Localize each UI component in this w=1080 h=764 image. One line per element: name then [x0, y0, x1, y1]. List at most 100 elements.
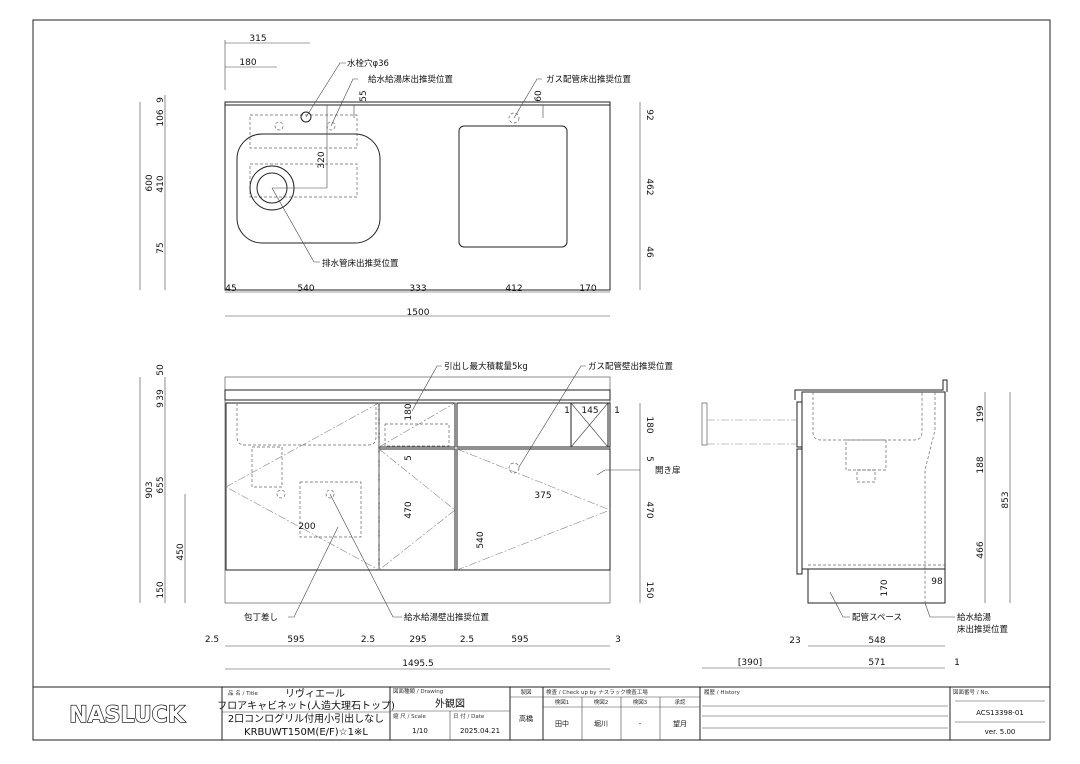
sink-bowl-hidden [812, 392, 923, 441]
dim-199: 199 [976, 405, 986, 422]
dim-150: 150 [156, 581, 166, 598]
dim-45: 45 [225, 284, 236, 294]
dim-903: 903 [145, 481, 155, 498]
drawing-no-label: 図面番号 / No. [953, 689, 990, 696]
label-pipe-space: 配管スペース [852, 612, 902, 623]
faucet-hole-icon [300, 111, 312, 123]
dim-2.5-b: 2.5 [361, 635, 375, 645]
dim-170: 170 [880, 579, 890, 596]
label-drain-floor: 排水管床出推奨位置 [322, 258, 399, 269]
title-line-4: KRBUWT150M(E/F)☆1※L [244, 727, 368, 738]
dim-3: 3 [615, 635, 621, 645]
dim-23: 23 [789, 636, 800, 646]
label-knife-holder: 包丁差し [244, 612, 278, 623]
plinth [807, 568, 946, 604]
gas-pipe-icon [508, 112, 520, 124]
label-gas-wall: ガス配管壁出推奨位置 [588, 361, 674, 372]
sink-bowl-hidden [236, 403, 377, 446]
dim-2.5-a: 2.5 [205, 635, 219, 645]
nasluck-logo: NASLUCK [69, 703, 186, 728]
dim-466: 466 [976, 541, 986, 558]
dim-50: 50 [156, 364, 166, 376]
dim-46: 46 [644, 246, 654, 258]
dim-5: 5 [644, 456, 654, 462]
dim-600: 600 [145, 174, 155, 191]
dim-180: 180 [239, 58, 256, 68]
dim-39: 39 [156, 389, 166, 401]
water-pipe-icon [276, 489, 286, 499]
dim-462: 462 [644, 178, 654, 195]
overall-outline [224, 376, 611, 604]
front-view: 903 50 9 39 655 150 450 180 5 470 150 18… [139, 361, 681, 670]
door-swing-mark [225, 402, 380, 571]
label-swing-door: 開き扉 [655, 465, 681, 476]
dim-9: 9 [156, 402, 166, 408]
title-line-1: リヴィエール [285, 687, 345, 700]
dim-470: 470 [644, 501, 654, 518]
dim-320: 320 [317, 151, 327, 168]
dim-390: [390] [738, 658, 762, 668]
dim-450: 450 [176, 543, 186, 560]
dim-410: 410 [156, 175, 166, 192]
check2-value: 堀川 [594, 719, 608, 728]
date-value: 2025.04.21 [460, 727, 500, 735]
dim-98: 98 [931, 577, 943, 587]
dim-375: 375 [534, 491, 551, 501]
dim-150: 150 [644, 581, 654, 598]
middle-door [378, 448, 456, 571]
drain-area [249, 163, 358, 198]
check1-label: 検図1 [555, 698, 570, 706]
drain-trap-hidden [251, 446, 283, 488]
drawing-value: 外観図 [435, 697, 465, 710]
knife-holder-hidden [299, 481, 362, 538]
check3-label: 検図3 [633, 698, 648, 706]
grill-box [570, 402, 609, 448]
dim-106: 106 [156, 109, 166, 126]
label-drawer-load: 引出し最大積載量5kg [444, 361, 528, 372]
dim-200: 200 [298, 522, 315, 532]
cabinet-body [801, 391, 946, 570]
dim-170: 170 [579, 284, 596, 294]
dim-595-a: 595 [287, 635, 304, 645]
gas-pipe-icon [508, 462, 520, 474]
dim-1500: 1500 [407, 308, 430, 318]
dim-1-right: 1 [614, 406, 620, 416]
dim-412: 412 [505, 284, 522, 294]
drawer-front [796, 401, 803, 448]
dim-853: 853 [1001, 491, 1011, 508]
version: ver. 5.00 [985, 728, 1016, 736]
label-water-floor: 給水給湯床出推奨位置 [368, 74, 454, 85]
stove-panel [456, 402, 611, 448]
stove-cutout [458, 125, 568, 248]
dim-145: 145 [581, 406, 598, 416]
dim-595-b: 595 [511, 635, 528, 645]
title-line-3: 2口コンログリル付用小引出しなし [228, 712, 384, 725]
drafter-value: 高橋 [519, 714, 533, 723]
dim-540: 540 [476, 531, 486, 548]
swing-door [456, 448, 611, 571]
label-faucet-hole: 水栓穴φ36 [347, 58, 389, 69]
check2-label: 検図2 [594, 698, 609, 706]
dim-188: 188 [976, 456, 986, 473]
drawing-no-value: ACS13398-01 [976, 709, 1024, 717]
water-pipe-icon [274, 121, 284, 131]
history-label: 履歴 / History [704, 689, 741, 696]
dim-75: 75 [156, 242, 166, 253]
title-line-2: フロアキャビネット(人造大理石トップ) [217, 699, 395, 712]
check-label: 検査 / Check up by ナスラック検査工場 [546, 688, 648, 696]
dim-55: 55 [359, 90, 369, 101]
sheet-border [32, 19, 1051, 741]
top-view: 315 180 600 9 106 410 75 92 462 46 55 60… [139, 34, 654, 318]
dim-540: 540 [297, 284, 314, 294]
label-gas-floor: ガス配管床出推奨位置 [546, 74, 632, 85]
check1-value: 田中 [555, 719, 569, 728]
dim-315: 315 [249, 34, 266, 44]
dim-1495.5: 1495.5 [402, 659, 434, 669]
label-water-floor-2: 床出推奨位置 [957, 624, 1009, 635]
door-front [796, 448, 803, 575]
dim-571: 571 [868, 658, 885, 668]
dim-92: 92 [644, 109, 654, 120]
dim-295: 295 [409, 635, 426, 645]
approval-value: 望月 [673, 719, 687, 728]
